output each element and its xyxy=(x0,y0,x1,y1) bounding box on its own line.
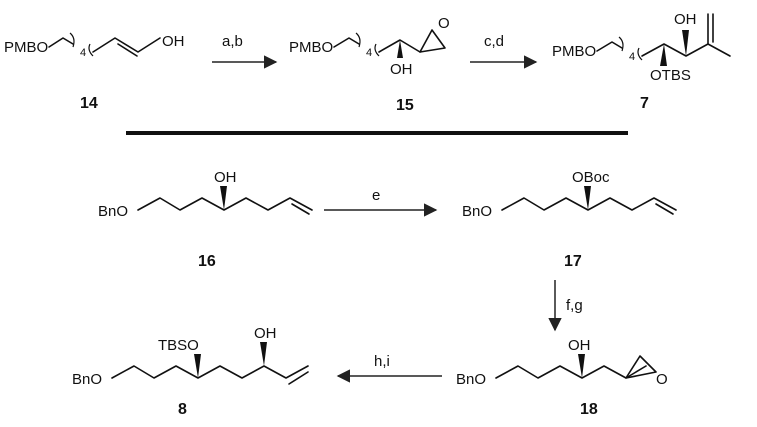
chain-count: 4 xyxy=(80,47,86,59)
reaction-arrow-cd: c,d xyxy=(470,33,538,69)
hydroxyl-group: OH xyxy=(254,325,277,342)
reaction-arrow-e: e xyxy=(324,187,438,217)
hydroxyl-group: OH xyxy=(390,61,413,78)
reaction-arrow-hi: h,i xyxy=(336,353,442,383)
epoxide-oxygen: O xyxy=(656,371,668,388)
hydroxyl-group: OH xyxy=(674,11,697,28)
compound-number: 15 xyxy=(396,97,414,114)
bno-group: BnO xyxy=(72,371,102,388)
compound-number: 8 xyxy=(178,401,187,418)
chain-count: 4 xyxy=(366,47,372,59)
compound-number: 17 xyxy=(564,253,582,270)
epoxide-oxygen: O xyxy=(438,15,450,32)
compound-15: PMBO 4 OH O 15 xyxy=(289,15,450,114)
hydroxyl-group: OH xyxy=(162,33,185,50)
compound-number: 18 xyxy=(580,401,598,418)
compound-number: 16 xyxy=(198,253,216,270)
hydroxyl-group: OH xyxy=(568,337,591,354)
compound-number: 7 xyxy=(640,95,649,112)
compound-7: PMBO 4 OTBS OH 7 xyxy=(552,11,731,112)
compound-14: PMBO 4 OH 14 xyxy=(4,32,185,112)
compound-16: BnO OH 16 xyxy=(98,169,313,270)
reagent-label: e xyxy=(372,187,380,204)
reagent-label: c,d xyxy=(484,33,504,50)
compound-number: 14 xyxy=(80,95,98,112)
compound-18: BnO OH O 18 xyxy=(456,337,668,418)
otbs-group: OTBS xyxy=(650,67,691,84)
tbso-group: TBSO xyxy=(158,337,199,354)
reaction-arrow-fg: f,g xyxy=(548,280,583,332)
compound-17: BnO OBoc 17 xyxy=(462,169,677,270)
oboc-group: OBoc xyxy=(572,169,610,186)
bno-group: BnO xyxy=(98,203,128,220)
reagent-label: a,b xyxy=(222,33,243,50)
reagent-label: f,g xyxy=(566,297,583,314)
pmbo-group: PMBO xyxy=(552,43,596,60)
reagent-label: h,i xyxy=(374,353,390,370)
pmbo-group: PMBO xyxy=(4,39,48,56)
reaction-arrow-ab: a,b xyxy=(212,33,278,69)
bno-group: BnO xyxy=(462,203,492,220)
bno-group: BnO xyxy=(456,371,486,388)
pmbo-group: PMBO xyxy=(289,39,333,56)
compound-8: BnO TBSO OH 8 xyxy=(72,325,309,418)
hydroxyl-group: OH xyxy=(214,169,237,186)
chain-count: 4 xyxy=(629,51,635,63)
